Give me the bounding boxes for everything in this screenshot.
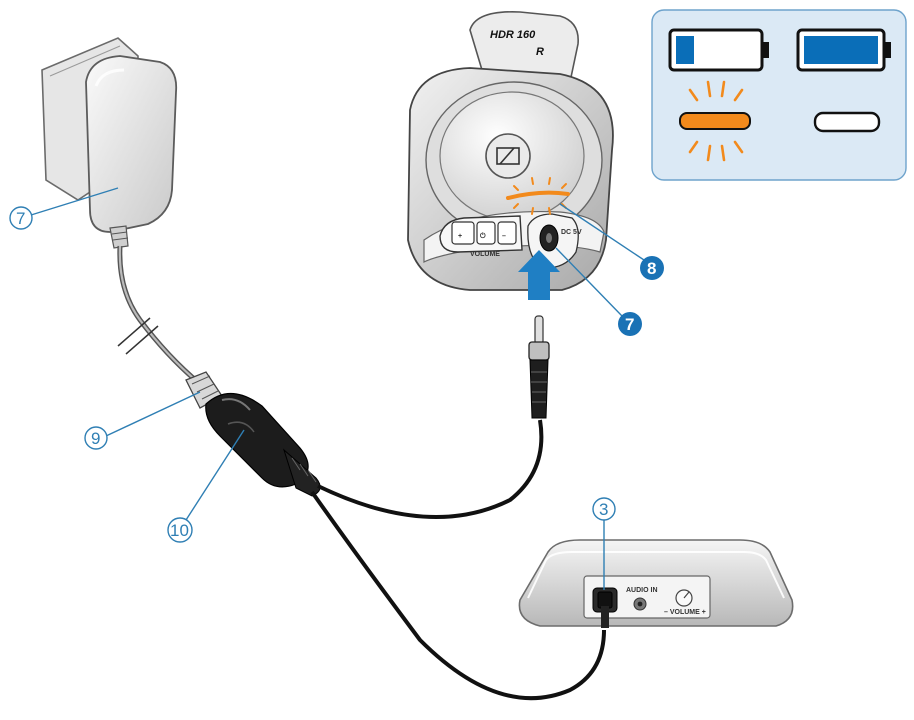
transmitter-plug (597, 591, 613, 628)
callout-7-socket-label: 7 (625, 315, 634, 334)
charging-status-inset (651, 9, 907, 181)
headphone-side-label: R (536, 46, 544, 58)
callout-9-plug-label: 9 (91, 429, 100, 448)
audio-in-label: AUDIO IN (626, 587, 658, 594)
volume-down-symbol: – (502, 233, 506, 240)
volume-controls: + ⏻ – VOLUME (439, 215, 523, 258)
callout-7-psu: 7 (9, 187, 119, 230)
cable-to-transmitter (310, 490, 606, 701)
insert-arrow-icon (518, 250, 560, 300)
cable-to-headphone (317, 419, 544, 519)
psu-cable (117, 245, 207, 390)
battery-low-icon (668, 28, 769, 72)
callout-8-led-label: 8 (647, 259, 656, 278)
callout-10-adapter-label: 10 (170, 521, 189, 540)
callout-9-plug: 9 (84, 391, 201, 450)
y-adapter (205, 392, 321, 497)
callout-7-socket: 7 (555, 247, 642, 336)
volume-up-button[interactable] (451, 221, 475, 245)
volume-down-button[interactable] (497, 221, 517, 245)
transmitter-base: AUDIO IN – VOLUME + (518, 539, 794, 627)
transmitter-volume-label: – VOLUME + (664, 609, 706, 616)
power-button[interactable] (476, 221, 496, 245)
volume-up-symbol: + (458, 233, 462, 240)
headphone-charging-plug (528, 315, 550, 419)
cable-break-mark (117, 317, 159, 355)
charge-input-label: DC 5V (561, 229, 582, 236)
led-off-icon (813, 111, 881, 133)
battery-full-icon (796, 28, 891, 72)
callout-7-psu-label: 7 (16, 209, 25, 228)
headphone-earcup: HDR 160 R + ⏻ – VOLUME DC 5V (407, 11, 614, 291)
callout-10-adapter: 10 (167, 429, 245, 543)
callout-8-led: 8 (559, 203, 664, 280)
callout-3-socket-label: 3 (599, 500, 608, 519)
power-icon: ⏻ (480, 232, 486, 240)
power-supply-unit (41, 37, 178, 249)
callout-3-socket: 3 (592, 497, 616, 590)
volume-label: VOLUME (470, 251, 500, 258)
headphone-model-label: HDR 160 (490, 29, 536, 41)
led-blinking-icon (679, 80, 751, 162)
